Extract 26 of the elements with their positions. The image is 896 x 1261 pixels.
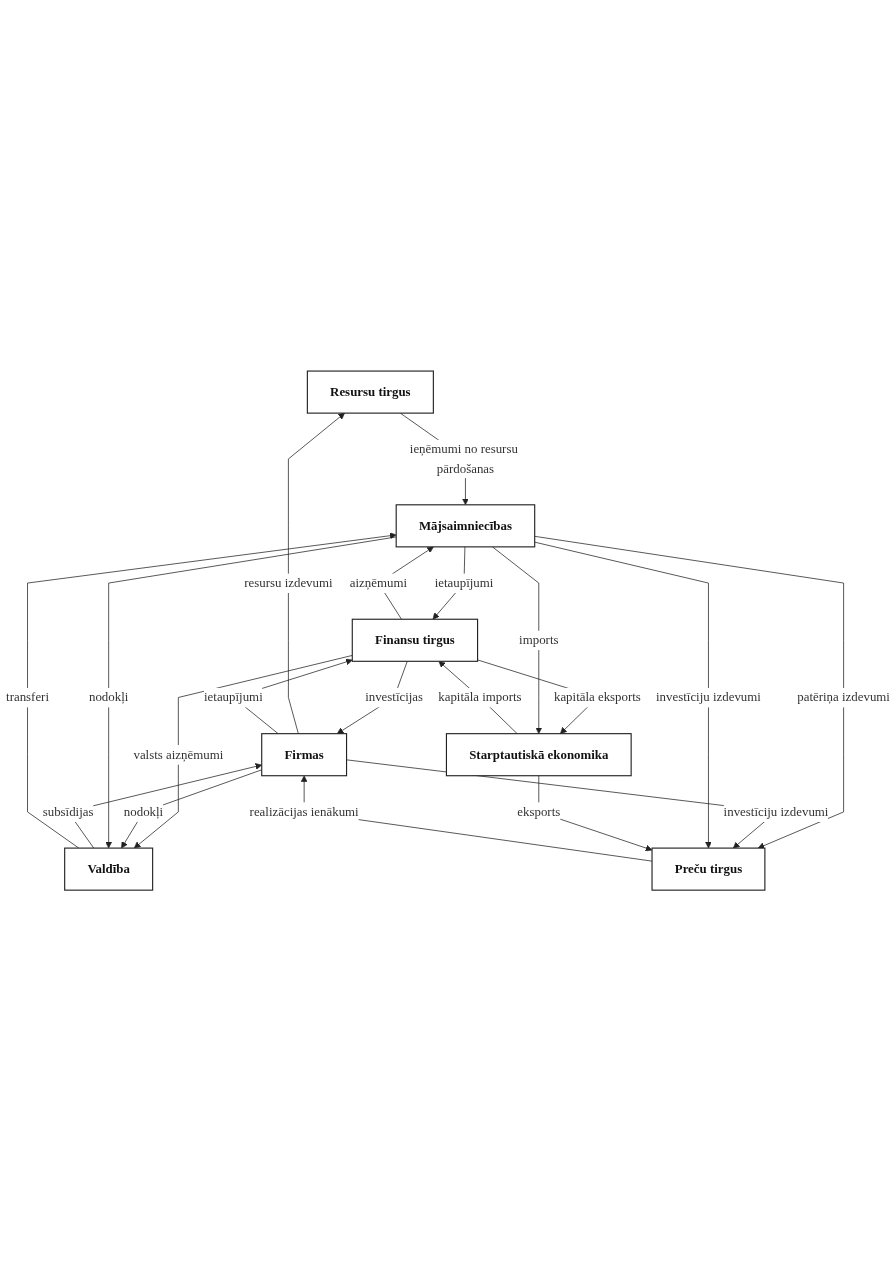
edge-label: ietaupījumi [204, 689, 263, 705]
edge-label: aizņēmumi [349, 575, 407, 590]
edge-label: investīciju izdevumi [723, 804, 829, 819]
edge-label: subsīdijas [42, 804, 94, 819]
edge-label: ieņēmumi no resursu pārdošanas [409, 441, 518, 476]
node-box: Resursu tirgus [306, 370, 434, 414]
edge-label: ietaupījumi [434, 575, 494, 590]
node-box: Mājsaimniecības [395, 504, 536, 548]
node-box: Firmas [261, 733, 348, 777]
node-box: Starptautiskā ekonomika [445, 733, 632, 777]
edge-label: patēriņa izdevumi [797, 689, 890, 705]
edge-label: kapitāla eksports [553, 689, 641, 705]
edge-label: nodokļi [88, 689, 129, 705]
edge-label: eksports [517, 804, 561, 819]
edge-label: investīciju izdevumi [656, 689, 761, 705]
edge-label: imports [519, 632, 559, 648]
node-box: Preču tirgus [651, 847, 766, 891]
edge-label: investīcijas [365, 689, 424, 705]
node-box: Finansu tirgus [351, 618, 479, 662]
edge-label: resursu izdevumi [244, 575, 333, 590]
node-box: Valdība [64, 847, 154, 891]
edge-label: valsts aizņēmumi [133, 747, 224, 762]
edge-label: realizācijas ienākumi [249, 804, 359, 819]
edge-label: transferi [6, 689, 49, 705]
edge-label: nodokļi [123, 804, 164, 819]
edge-label: kapitāla imports [438, 689, 522, 705]
